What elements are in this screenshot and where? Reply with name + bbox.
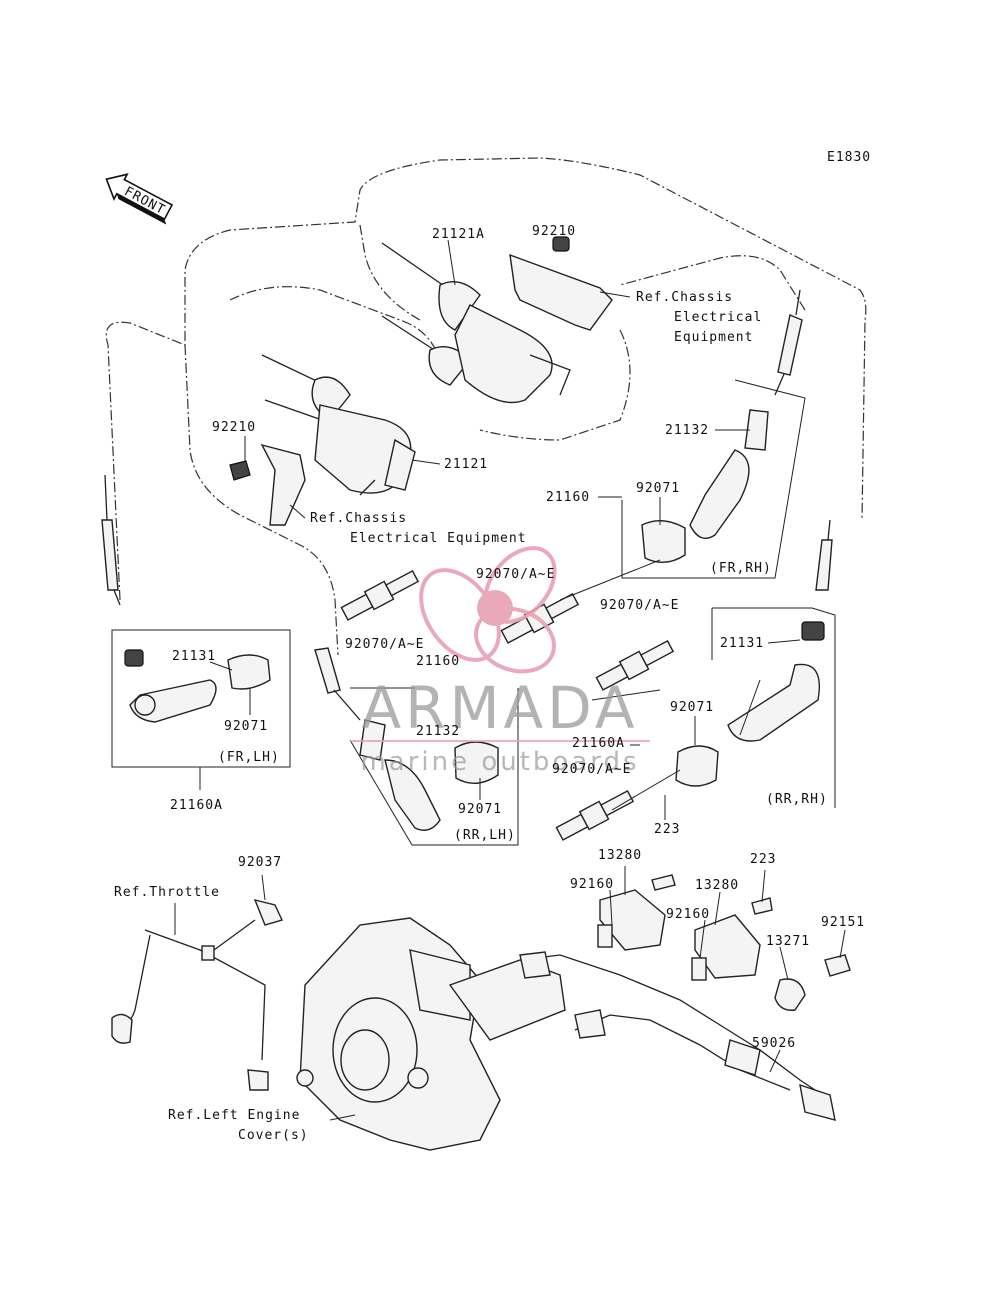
label-ref-chassis-1b: Electrical xyxy=(674,310,762,325)
group-box-fr-lh xyxy=(111,629,291,768)
leader-lines xyxy=(174,239,846,1121)
label-21160A-left: 21160A xyxy=(170,798,223,813)
harness-outline-outer xyxy=(105,157,867,601)
label-13280-a: 13280 xyxy=(598,848,642,863)
watermark-brand: ARMADA xyxy=(361,674,638,742)
group-box-rr-rh xyxy=(712,607,836,808)
label-59026: 59026 xyxy=(752,1036,796,1051)
harness-outline-inner xyxy=(359,224,421,321)
label-21131-right: 21131 xyxy=(720,636,764,651)
label-fr-lh: (FR,LH) xyxy=(218,750,280,765)
label-21160-right: 21160 xyxy=(546,490,590,505)
harness-outline-mid xyxy=(229,286,441,361)
label-92160-b: 92160 xyxy=(666,907,710,922)
label-223-a: 223 xyxy=(654,822,680,837)
label-92071-rr-lh: 92071 xyxy=(458,802,502,817)
label-92070-d: 92070/A~E xyxy=(552,762,631,777)
harness-59026 xyxy=(519,951,836,1121)
label-92151: 92151 xyxy=(821,915,865,930)
label-21132-right: 21132 xyxy=(665,423,709,438)
ignitor-brackets xyxy=(597,874,773,981)
label-92071-rr-rh: 92071 xyxy=(670,700,714,715)
watermark-logo-icon xyxy=(419,546,557,674)
label-rr-lh: (RR,LH) xyxy=(454,828,516,843)
label-ref-left-engine-b: Cover(s) xyxy=(238,1128,309,1143)
label-92070-a: 92070/A~E xyxy=(476,567,555,582)
label-21121: 21121 xyxy=(444,457,488,472)
spark-plug-4 xyxy=(555,789,635,841)
label-92037: 92037 xyxy=(238,855,282,870)
label-ref-chassis-1c: Equipment xyxy=(674,330,753,345)
lead-wire-right-fr xyxy=(774,289,803,396)
label-ref-left-engine-a: Ref.Left Engine xyxy=(168,1108,300,1123)
label-92070-b: 92070/A~E xyxy=(600,598,679,613)
watermark-tagline: marine outboards xyxy=(360,747,639,777)
label-ref-chassis-1a: Ref.Chassis xyxy=(636,290,733,305)
lead-wire-right-rr xyxy=(815,519,833,591)
group-box-rr-lh xyxy=(349,687,519,846)
harness-outline-coil xyxy=(479,329,631,441)
label-fr-rh: (FR,RH) xyxy=(710,561,772,576)
label-21131-left: 21131 xyxy=(172,649,216,664)
label-92070-c: 92070/A~E xyxy=(345,637,424,652)
lead-wire-mid xyxy=(314,647,361,721)
label-92160-a: 92160 xyxy=(570,877,614,892)
label-92071-fr-rh: 92071 xyxy=(636,481,680,496)
label-223-b: 223 xyxy=(750,852,776,867)
harness-outline-right xyxy=(619,255,806,311)
spark-plug-3 xyxy=(595,639,675,691)
cap-21132-right xyxy=(641,409,769,563)
group-box-fr-rh xyxy=(621,379,806,579)
label-ref-chassis-2b: Electrical Equipment xyxy=(350,531,527,546)
clamp-13271 xyxy=(774,954,851,1011)
label-13271: 13271 xyxy=(766,934,810,949)
label-92210-left: 92210 xyxy=(212,420,256,435)
cap-21131-left xyxy=(124,649,271,723)
label-rr-rh: (RR,RH) xyxy=(766,792,828,807)
label-21132-mid: 21132 xyxy=(416,724,460,739)
label-21160-mid: 21160 xyxy=(416,654,460,669)
label-21160A-mid: 21160A xyxy=(572,736,625,751)
spark-plug-1 xyxy=(340,569,420,621)
ignition-coil-21121 xyxy=(229,354,416,526)
label-92071-fr-lh: 92071 xyxy=(224,719,268,734)
label-ref-throttle: Ref.Throttle xyxy=(114,885,220,900)
ignition-coil-21121A xyxy=(381,236,613,404)
cap-21131-right xyxy=(675,621,825,787)
throttle-cable xyxy=(111,898,283,1091)
diagram-code: E1830 xyxy=(827,150,871,165)
label-92210-top: 92210 xyxy=(532,224,576,239)
lead-wire-left xyxy=(101,474,121,606)
engine-cover xyxy=(296,917,566,1151)
front-arrow-icon: FRONT xyxy=(105,173,174,225)
label-21121A: 21121A xyxy=(432,227,485,242)
label-13280-b: 13280 xyxy=(695,878,739,893)
label-ref-chassis-2a: Ref.Chassis xyxy=(310,511,407,526)
